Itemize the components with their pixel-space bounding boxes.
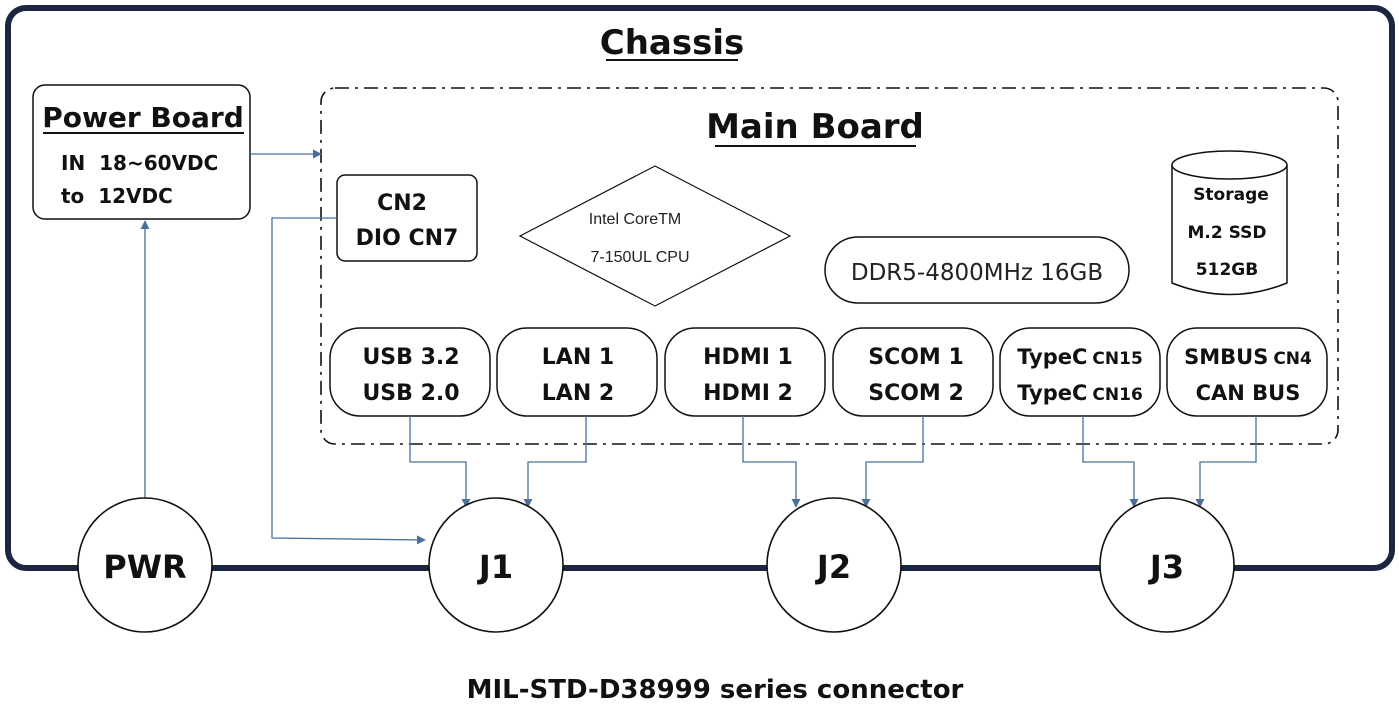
wire-typec-to-j3 — [1082, 416, 1139, 508]
chassis-title: Chassis — [600, 23, 744, 63]
cpu-diamond — [518, 165, 792, 307]
port-scom: SCOM 1 SCOM 2 — [832, 327, 994, 417]
cpu-model: 7-150UL CPU — [590, 249, 689, 266]
port-scom-box — [832, 327, 994, 417]
main-board-boundary — [320, 87, 1339, 445]
wire-lan-to-j1 — [523, 416, 587, 508]
port-lan: LAN 1 LAN 2 — [496, 327, 658, 417]
storage-type: M.2 SSD — [1188, 223, 1267, 243]
storage-title: Storage — [1193, 185, 1269, 205]
cpu-name: Intel CoreTM — [589, 211, 681, 228]
port-smbus-line2: CAN BUS — [1196, 381, 1301, 405]
wire-smbus-to-j3 — [1195, 416, 1257, 508]
power-board-title: Power Board — [42, 101, 244, 134]
connector-j3: J3 — [1099, 497, 1235, 633]
wire-scom-to-j2 — [861, 416, 924, 508]
connector-j1-label: J1 — [477, 548, 513, 586]
power-board-box — [32, 84, 251, 220]
port-lan-line1: LAN 1 — [542, 345, 614, 370]
port-usb-line1: USB 3.2 — [362, 345, 459, 370]
storage-cylinder — [1171, 150, 1288, 296]
connector-series-caption: MIL-STD-D38999 series connector — [467, 675, 964, 705]
wire-hdmi-to-j2 — [742, 416, 801, 508]
main-board-title: Main Board — [706, 107, 924, 147]
port-typec-box — [999, 327, 1161, 417]
port-hdmi-box — [664, 327, 826, 417]
dio-cn7-label: DIO CN7 — [356, 226, 459, 251]
power-board-input-text: IN 18~60VDC — [61, 151, 218, 175]
memory-box — [824, 236, 1130, 304]
cn2-label: CN2 — [377, 191, 427, 216]
port-lan-box — [496, 327, 658, 417]
connector-pwr: PWR — [77, 497, 213, 633]
wire-usb-to-j1 — [409, 416, 471, 508]
port-hdmi-line1: HDMI 1 — [703, 345, 793, 370]
memory-label: DDR5-4800MHz 16GB — [851, 260, 1103, 286]
port-usb-line2: USB 2.0 — [362, 381, 459, 406]
connector-j2-label: J2 — [815, 548, 851, 586]
port-hdmi: HDMI 1 HDMI 2 — [664, 327, 826, 417]
connector-j2: J2 — [766, 497, 902, 633]
storage-capacity: 512GB — [1196, 260, 1258, 280]
port-lan-line2: LAN 2 — [542, 381, 614, 406]
connector-pwr-label: PWR — [103, 548, 186, 586]
port-usb: USB 3.2 USB 2.0 — [329, 327, 491, 417]
power-board-output-text: to 12VDC — [61, 184, 173, 208]
port-scom-line2: SCOM 2 — [868, 381, 964, 406]
connector-j1: J1 — [428, 497, 564, 633]
connector-j3-label: J3 — [1148, 548, 1184, 586]
port-hdmi-line2: HDMI 2 — [703, 381, 793, 406]
port-scom-line1: SCOM 1 — [868, 345, 964, 370]
wire-cn-to-j1 — [271, 217, 426, 545]
wiring — [140, 149, 1257, 545]
port-smbus-box — [1166, 327, 1328, 417]
chassis-outline — [5, 5, 1395, 571]
